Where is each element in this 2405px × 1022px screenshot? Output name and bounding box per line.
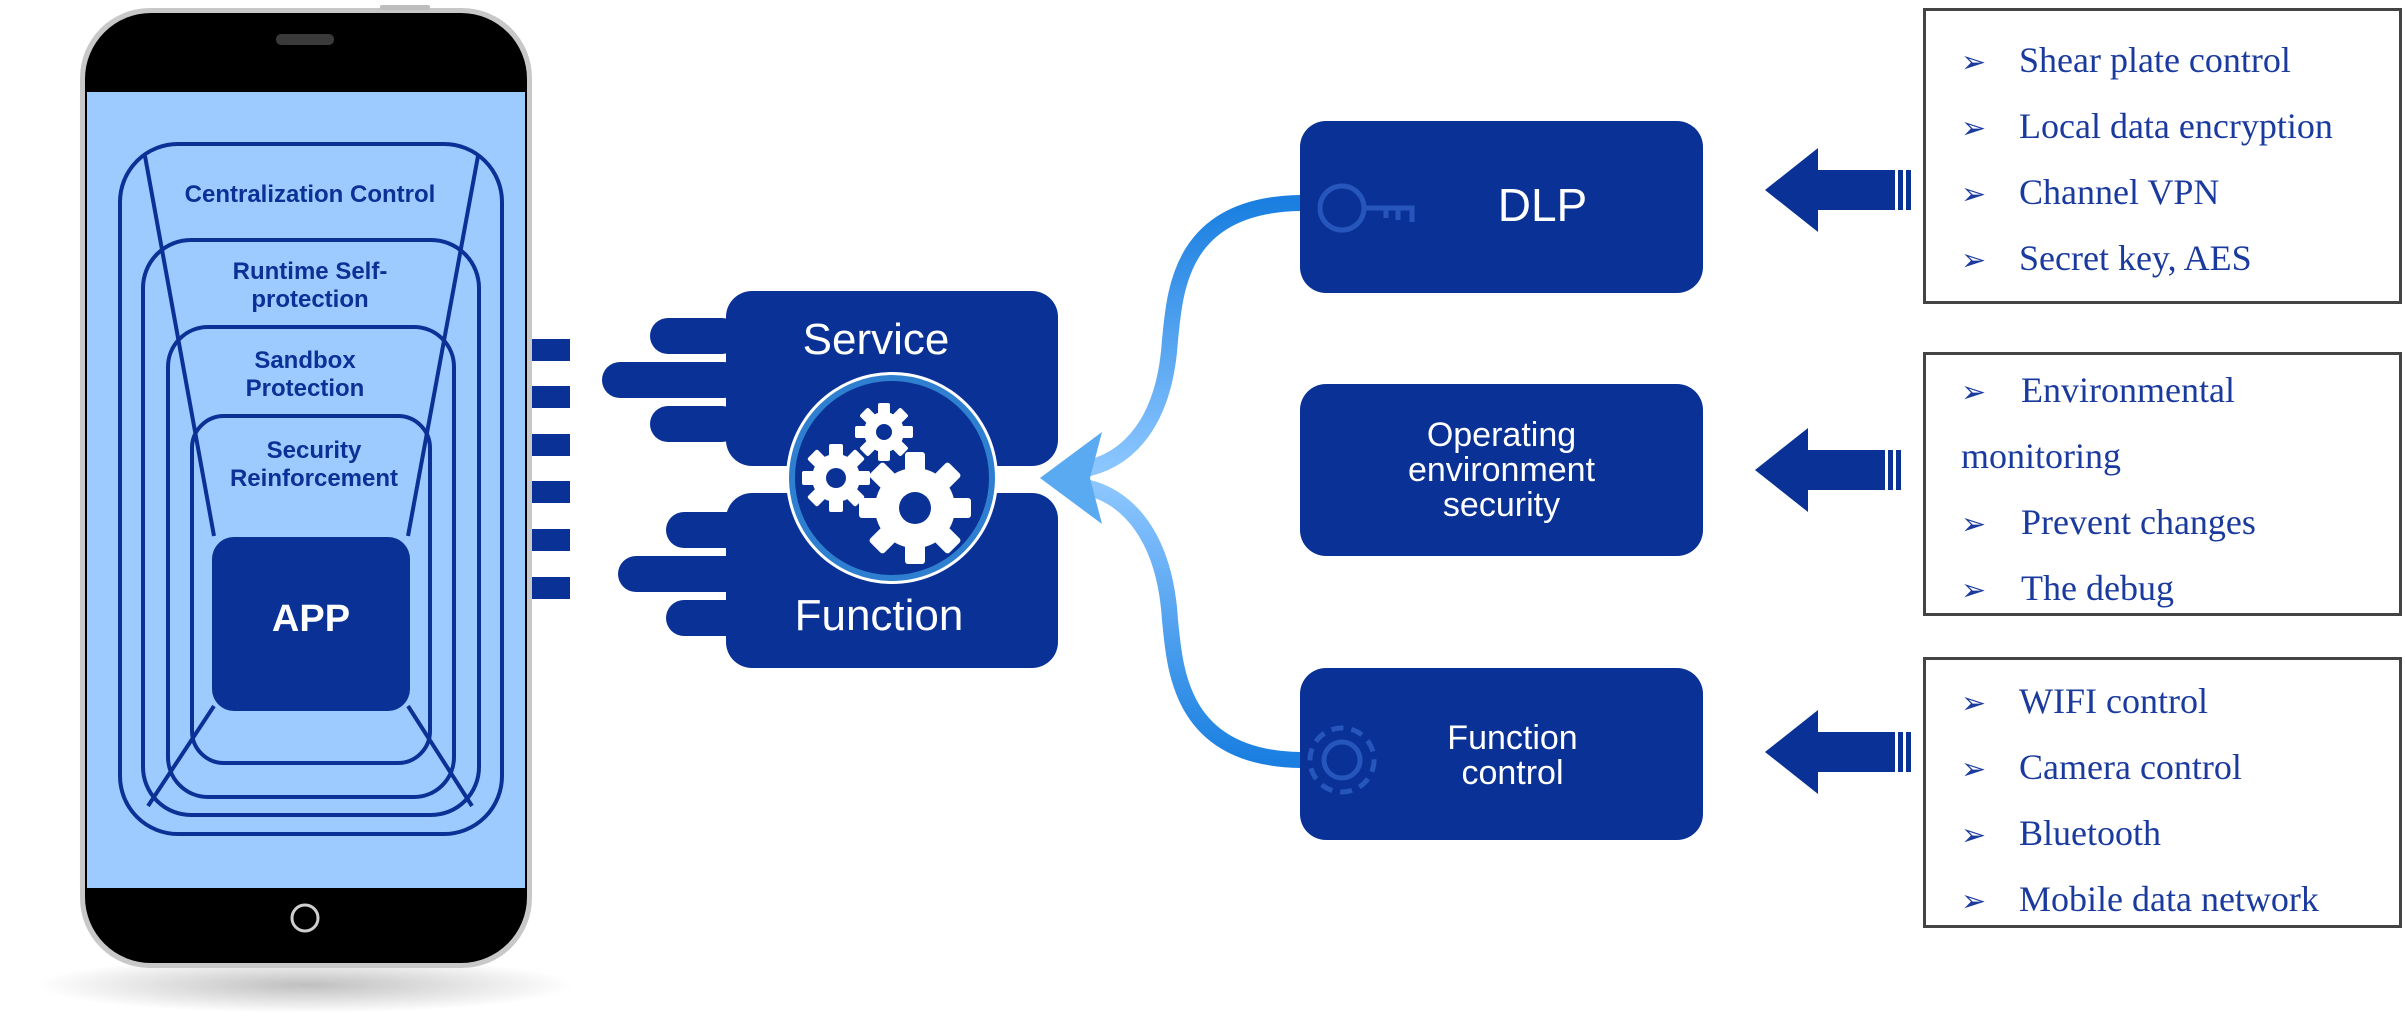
layer-label-sandbox: Sandbox Protection — [245, 347, 365, 402]
module-operating — [1300, 384, 1703, 556]
list-item: ➢Local data encryption — [1961, 106, 2333, 146]
arrow-bullet-icon: ➢ — [1961, 111, 1987, 146]
list-box-function: ➢WIFI control ➢Camera control ➢Bluetooth… — [1923, 657, 2402, 928]
phone-connector-teeth — [532, 339, 570, 599]
arrow-bullet-icon: ➢ — [1961, 177, 1987, 212]
layer-ring-1 — [118, 142, 504, 836]
arrow-bullet-icon: ➢ — [1961, 573, 1987, 608]
arrow-list-1 — [1765, 148, 1911, 232]
gear-icon — [1307, 725, 1377, 795]
connectors — [1072, 195, 1308, 768]
list-item: ➢Secret key, AES — [1961, 238, 2252, 278]
phone-home-button — [290, 903, 320, 933]
layer-ring-2 — [141, 238, 481, 817]
layer-label-security: Security Reinforcement — [229, 437, 399, 492]
arrow-bullet-icon: ➢ — [1961, 45, 1987, 80]
service-label: Service — [802, 315, 950, 364]
layer-label-centralization: Centralization Control — [184, 181, 436, 208]
key-icon — [1317, 183, 1415, 233]
arrow-bullet-icon: ➢ — [1961, 818, 1987, 853]
phone-shadow — [35, 957, 575, 1013]
arrow-bullet-icon: ➢ — [1961, 507, 1987, 542]
list-box-operating: ➢Environmental monitoring ➢Prevent chang… — [1923, 352, 2402, 616]
list-item: monitoring — [1961, 436, 2121, 476]
arrow-bullet-icon: ➢ — [1961, 243, 1987, 278]
connector-dlp — [1072, 195, 1308, 478]
arrow-bullet-icon: ➢ — [1961, 752, 1987, 787]
list-item: ➢Mobile data network — [1961, 879, 2319, 919]
module-label-dlp: DLP — [1497, 179, 1588, 231]
list-item: ➢Bluetooth — [1961, 813, 2161, 853]
layer-ring-3 — [166, 325, 456, 799]
hub-arrowhead — [1040, 432, 1102, 524]
phone-speaker — [276, 34, 334, 45]
module-function — [1300, 668, 1703, 840]
module-label-operating: Operating environment security — [1407, 416, 1596, 524]
gears-icon — [802, 403, 971, 564]
layer-label-runtime: Runtime Self- protection — [232, 258, 388, 313]
phone-side-button — [380, 5, 430, 10]
layer-ring-4 — [190, 414, 432, 765]
list-item: ➢WIFI control — [1961, 681, 2208, 721]
list-box-dlp: ➢Shear plate control ➢Local data encrypt… — [1923, 8, 2402, 304]
app-label: APP — [271, 598, 351, 640]
list-item: ➢Environmental — [1961, 370, 2235, 410]
list-item: ➢Camera control — [1961, 747, 2242, 787]
arrow-bullet-icon: ➢ — [1961, 884, 1987, 919]
list-item: ➢Channel VPN — [1961, 172, 2220, 212]
block-arrows — [1755, 148, 1911, 794]
connector-function — [1072, 478, 1308, 768]
function-label: Function — [794, 591, 964, 640]
arrow-bullet-icon: ➢ — [1961, 375, 1987, 410]
phone — [80, 5, 532, 968]
list-item: ➢Shear plate control — [1961, 40, 2291, 80]
list-item: ➢The debug — [1961, 568, 2174, 608]
arrow-list-2 — [1755, 428, 1901, 512]
module-dlp — [1300, 121, 1703, 293]
protection-layers — [118, 142, 504, 836]
arrow-bullet-icon: ➢ — [1961, 686, 1987, 721]
arrow-list-3 — [1765, 710, 1911, 794]
app-box — [212, 537, 410, 711]
module-label-function: Function control — [1447, 719, 1578, 792]
list-item: ➢Prevent changes — [1961, 502, 2256, 542]
